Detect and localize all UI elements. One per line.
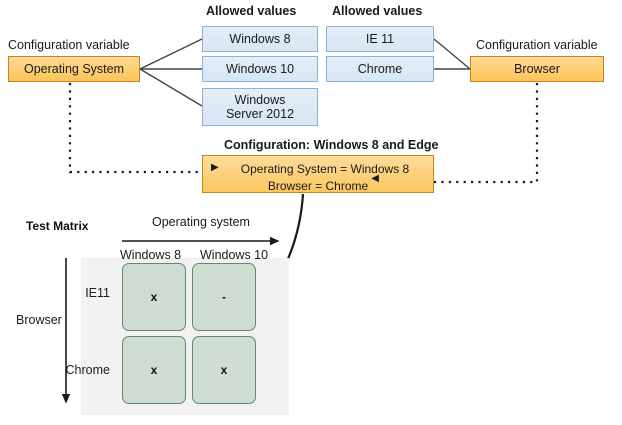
allowed-values-header-right: Allowed values: [332, 4, 423, 18]
allowed-value-windows-8[interactable]: Windows 8: [202, 26, 318, 52]
configuration-title: Configuration: Windows 8 and Edge: [224, 138, 439, 152]
configuration-box[interactable]: ▶ Operating System = Windows 8 Browser =…: [202, 155, 434, 193]
allowed-value-windows-server-2012[interactable]: Windows Server 2012: [202, 88, 318, 126]
config-variable-operating-system[interactable]: Operating System: [8, 56, 140, 82]
allowed-value-windows-server-2012-label: Windows Server 2012: [225, 93, 295, 121]
allowed-value-chrome[interactable]: Chrome: [326, 56, 434, 82]
config-variable-browser[interactable]: Browser: [470, 56, 604, 82]
configuration-line-browser-label: Browser = Chrome: [267, 179, 369, 194]
browser-value-connectors: [433, 38, 471, 70]
matrix-cell-ie11-windows-8[interactable]: x: [122, 263, 186, 331]
test-matrix-title: Test Matrix: [26, 219, 89, 233]
matrix-column-header-windows-8: Windows 8: [120, 248, 182, 262]
os-value-connectors: [139, 38, 203, 107]
allowed-values-header-left: Allowed values: [206, 4, 297, 18]
config-left-marker-icon: ▶: [211, 162, 219, 173]
config-right-marker-icon: ◀: [371, 172, 379, 184]
matrix-cell-chrome-windows-8[interactable]: x: [122, 336, 186, 404]
configuration-variable-caption-right: Configuration variable: [476, 38, 598, 52]
configuration-line-os-label: Operating System = Windows 8: [240, 162, 410, 176]
matrix-cell-chrome-windows-10[interactable]: x: [192, 336, 256, 404]
configuration-variable-caption-left: Configuration variable: [8, 38, 130, 52]
os-to-config-dotted: [68, 83, 199, 174]
matrix-cell-ie11-windows-10[interactable]: -: [192, 263, 256, 331]
matrix-row-header-ie11: IE11: [85, 286, 110, 300]
configuration-line-os: ▶ Operating System = Windows 8: [203, 161, 433, 178]
matrix-row-header-chrome: Chrome: [65, 363, 110, 377]
configuration-line-browser: Browser = Chrome ◀: [203, 173, 433, 195]
matrix-x-axis-label: Operating system: [152, 215, 250, 229]
allowed-value-ie-11[interactable]: IE 11: [326, 26, 434, 52]
matrix-y-axis-label: Browser: [16, 313, 62, 327]
allowed-value-windows-10[interactable]: Windows 10: [202, 56, 318, 82]
matrix-column-header-windows-10: Windows 10: [200, 248, 269, 262]
